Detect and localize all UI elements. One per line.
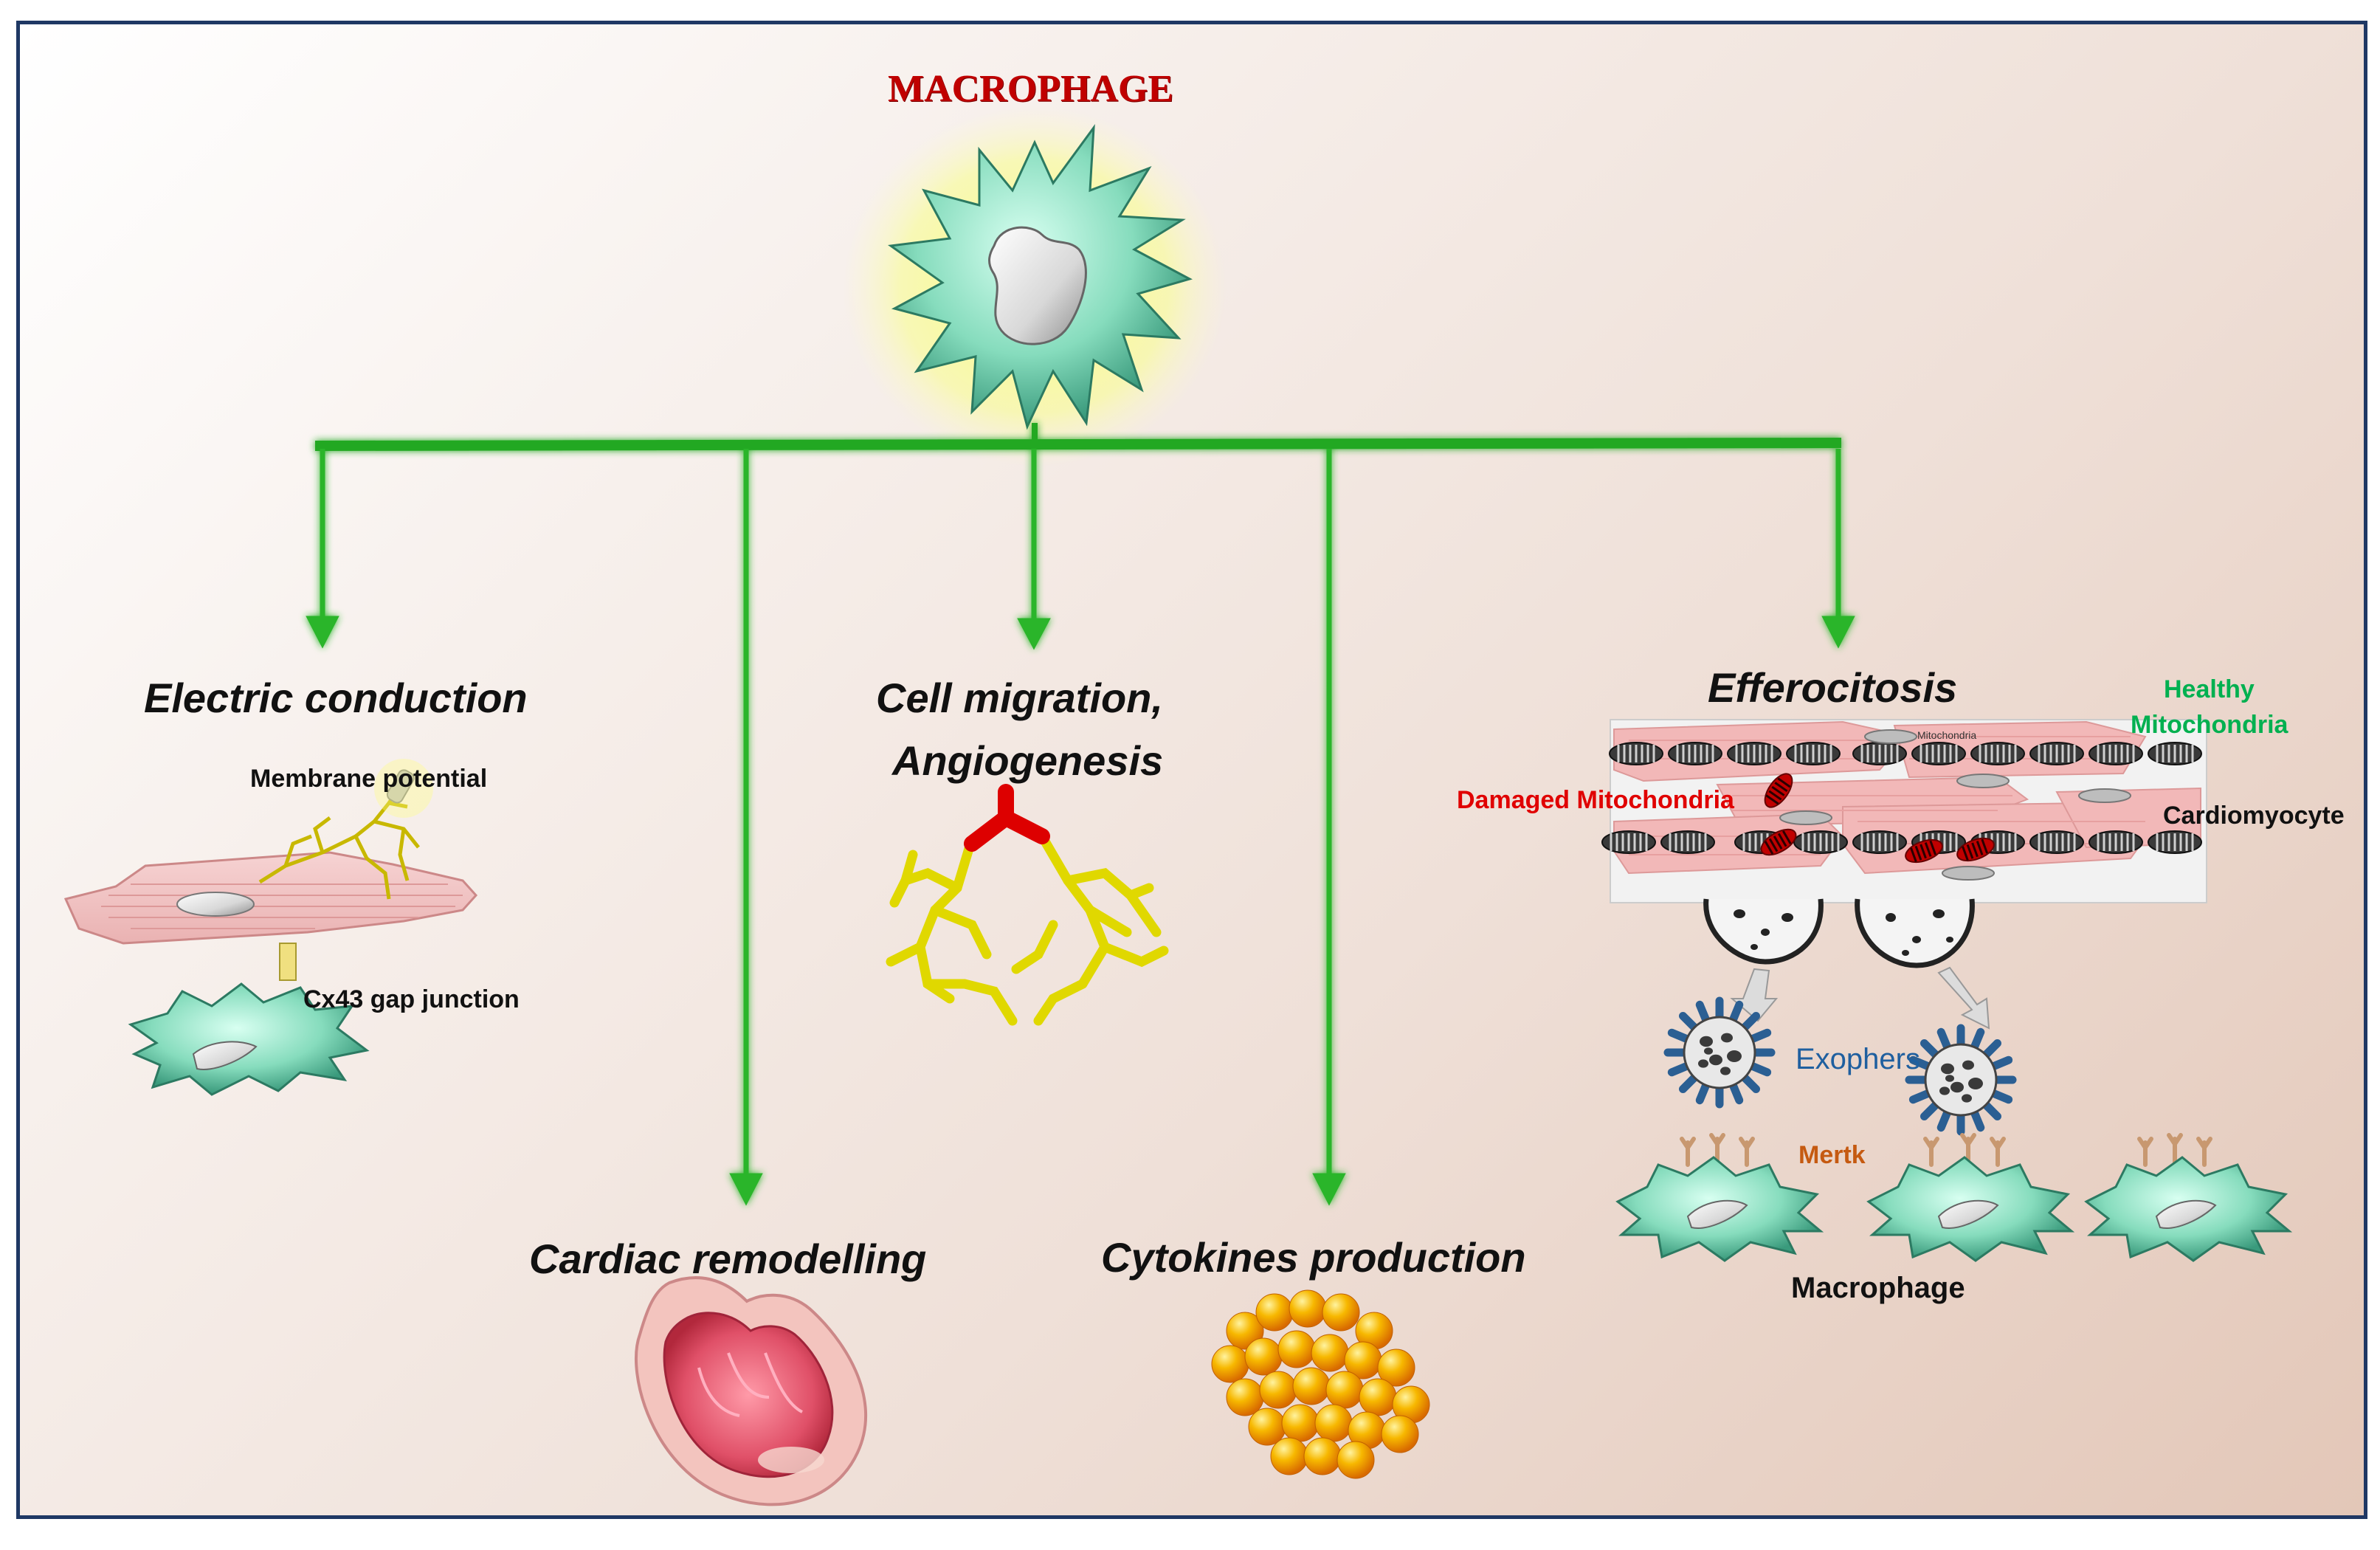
macrophage-label: Macrophage [1791, 1272, 1965, 1304]
diagram-title: MACROPHAGE [888, 68, 1174, 110]
branch-cardiac-remodelling: Cardiac remodelling [529, 1236, 927, 1282]
diagram-canvas [63, 106, 2293, 1506]
electric-conduction-illustration [63, 759, 478, 1096]
mertk-label: Mertk [1798, 1141, 1866, 1169]
cardiomyocyte-icon [63, 851, 478, 945]
gap-junction-icon [279, 943, 297, 981]
cardiomyocyte-label: Cardiomyocyte [2163, 802, 2345, 830]
membrane-potential-label: Membrane potential [250, 765, 488, 793]
exopher-icon [1905, 1024, 2017, 1136]
gap-junction-label: Cx43 gap junction [303, 985, 520, 1013]
damaged-mitochondria-label: Damaged Mitochondria [1457, 786, 1734, 814]
exophers-label: Exophers [1796, 1043, 1920, 1075]
heart-section-icon [635, 1276, 867, 1506]
branch-cell-migration: Cell migration, [876, 675, 1163, 721]
connector-tree [306, 423, 1855, 1206]
diagram-frame: MACROPHAGE Electric conduction Cardiac r… [16, 21, 2367, 1519]
branch-cytokines-production: Cytokines production [1101, 1234, 1526, 1281]
efferocytosis-illustration [1601, 719, 2293, 1262]
neuron-branches-icon [258, 790, 420, 900]
mitochondria-small-label: Mitochondria [1917, 729, 1977, 741]
exopher-icon [1663, 996, 1776, 1109]
healthy-mitochondria-label-2: Mitochondria [2131, 711, 2288, 739]
mertk-receptor-icon [1680, 1133, 2212, 1167]
nucleus-icon [988, 226, 1087, 345]
branch-electric-conduction: Electric conduction [144, 675, 528, 721]
cytokine-cluster-icon [1211, 1289, 1430, 1479]
healthy-mitochondria-label-1: Healthy [2164, 675, 2255, 703]
damaged-mitochondria-icon [1760, 773, 1995, 864]
macrophage-cell-icon [128, 982, 370, 1096]
branch-efferocitosis: Efferocitosis [1708, 664, 1958, 711]
central-macrophage [843, 106, 1227, 467]
blood-vessel-icon [886, 784, 1169, 1026]
branch-angiogenesis: Angiogenesis [892, 737, 1164, 784]
nucleus-icon [176, 892, 255, 917]
